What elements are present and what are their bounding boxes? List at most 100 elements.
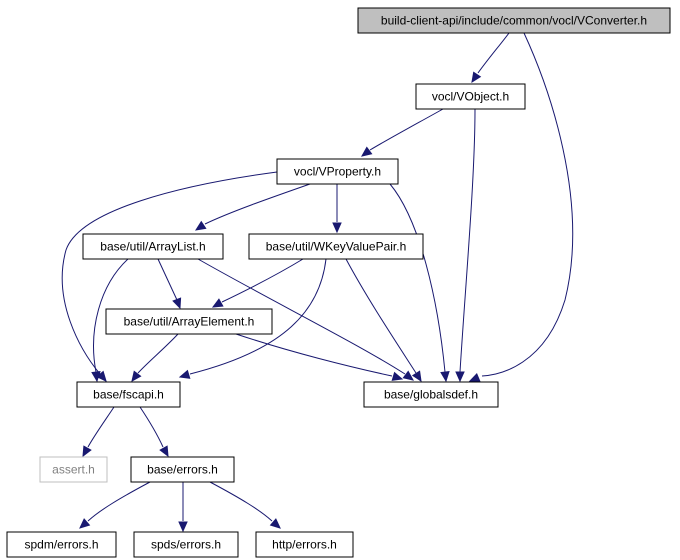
node-box[interactable] — [133, 531, 239, 558]
node-label[interactable]: http/errors.h — [272, 538, 337, 552]
edge-vobject-vproperty — [361, 108, 444, 157]
edge-errors-http — [209, 481, 281, 529]
node-label: assert.h — [52, 463, 95, 477]
node-label[interactable]: base/errors.h — [147, 463, 218, 477]
arrowhead-icon — [172, 297, 182, 310]
arrowhead-icon — [468, 372, 481, 382]
node-box — [357, 7, 671, 34]
arrowhead-icon — [79, 518, 91, 529]
edge-fscapi-assert — [82, 406, 115, 458]
node-arraylist[interactable]: base/util/ArrayList.h — [82, 233, 224, 260]
node-http[interactable]: http/errors.h — [255, 531, 354, 558]
edge-fscapi-errors — [139, 406, 169, 458]
edge-vproperty-arraylist — [194, 183, 311, 231]
arrowhead-icon — [211, 298, 224, 308]
edge-line — [459, 108, 476, 373]
arrowhead-icon — [455, 371, 465, 383]
edge-vproperty-fscapi — [61, 171, 278, 382]
node-label: build-client-api/include/common/vocl/VCo… — [381, 14, 647, 28]
node-vconverter: build-client-api/include/common/vocl/VCo… — [357, 7, 671, 34]
node-vproperty[interactable]: vocl/VProperty.h — [276, 158, 399, 185]
node-spdm[interactable]: spdm/errors.h — [6, 531, 117, 558]
edge-vproperty-globalsdef — [389, 183, 450, 383]
edge-arrayelement-fscapi — [131, 333, 179, 382]
node-label[interactable]: spdm/errors.h — [24, 538, 98, 552]
node-vobject[interactable]: vocl/VObject.h — [415, 83, 526, 110]
node-box[interactable] — [248, 233, 424, 260]
edge-wkeyvaluepair-fscapi — [178, 258, 327, 379]
arrowhead-icon — [91, 371, 101, 383]
node-label[interactable]: base/util/ArrayElement.h — [124, 315, 255, 329]
edge-vproperty-wkeyvaluepair — [332, 184, 342, 234]
node-fscapi[interactable]: base/fscapi.h — [76, 381, 181, 408]
edge-line — [137, 333, 179, 374]
edge-errors-spdm — [79, 481, 151, 529]
arrowhead-icon — [178, 521, 188, 533]
node-box[interactable] — [76, 381, 181, 408]
node-box[interactable] — [255, 531, 354, 558]
node-label[interactable]: base/globalsdef.h — [384, 388, 478, 402]
arrowhead-icon — [131, 370, 142, 382]
edge-line — [139, 406, 164, 448]
edge-wkeyvaluepair-arrayelement — [211, 258, 304, 308]
node-box[interactable] — [105, 308, 273, 335]
edge-vobject-globalsdef — [455, 108, 476, 383]
edge-line — [221, 258, 304, 303]
arrowhead-icon — [96, 370, 107, 382]
edge-line — [61, 171, 278, 375]
node-box — [39, 456, 108, 483]
node-errors[interactable]: base/errors.h — [130, 456, 235, 483]
arrowhead-icon — [178, 369, 191, 379]
node-box[interactable] — [363, 381, 499, 408]
arrowhead-icon — [269, 518, 281, 529]
arrowhead-icon — [411, 370, 422, 383]
node-spds[interactable]: spds/errors.h — [133, 531, 239, 558]
edge-vconverter-globalsdef — [468, 32, 574, 382]
arrowhead-icon — [332, 222, 342, 234]
edge-line — [204, 183, 311, 225]
arrowhead-icon — [391, 371, 404, 381]
node-label[interactable]: base/util/ArrayList.h — [100, 240, 205, 254]
arrowhead-icon — [82, 445, 92, 458]
node-box[interactable] — [130, 456, 235, 483]
edge-line — [369, 108, 444, 151]
node-globalsdef[interactable]: base/globalsdef.h — [363, 381, 499, 408]
arrowhead-icon — [194, 220, 207, 231]
edge-line — [157, 258, 178, 301]
edge-arraylist-arrayelement — [157, 258, 182, 310]
node-box[interactable] — [6, 531, 117, 558]
edge-line — [235, 333, 393, 377]
node-assert: assert.h — [39, 456, 108, 483]
edge-arraylist-fscapi — [91, 258, 129, 383]
node-box[interactable] — [415, 83, 526, 110]
node-wkeyvaluepair[interactable]: base/util/WKeyValuePair.h — [248, 233, 424, 260]
edge-line — [481, 32, 574, 377]
arrowhead-icon — [471, 71, 482, 84]
edge-line — [189, 258, 327, 375]
edge-errors-spds — [178, 482, 188, 533]
edge-arraylist-globalsdef — [197, 258, 414, 381]
node-label[interactable]: vocl/VObject.h — [432, 90, 509, 104]
edge-line — [477, 32, 510, 74]
edge-line — [87, 481, 151, 522]
nodes-layer: build-client-api/include/common/vocl/VCo… — [6, 7, 671, 558]
node-label[interactable]: base/util/WKeyValuePair.h — [266, 240, 407, 254]
node-label[interactable]: spds/errors.h — [151, 538, 221, 552]
edge-arrayelement-globalsdef — [235, 333, 404, 381]
edge-line — [345, 258, 417, 374]
edge-line — [87, 406, 115, 448]
node-arrayelement[interactable]: base/util/ArrayElement.h — [105, 308, 273, 335]
node-label[interactable]: vocl/VProperty.h — [294, 165, 381, 179]
node-box[interactable] — [82, 233, 224, 260]
arrowhead-icon — [440, 371, 450, 383]
edge-vconverter-vobject — [471, 32, 510, 84]
arrowhead-icon — [402, 370, 414, 381]
edges-layer — [61, 32, 574, 533]
node-label[interactable]: base/fscapi.h — [93, 388, 164, 402]
node-box[interactable] — [276, 158, 399, 185]
edge-line — [389, 183, 446, 373]
arrowhead-icon — [159, 445, 169, 458]
edge-line — [197, 258, 406, 375]
edge-wkeyvaluepair-globalsdef — [345, 258, 422, 383]
